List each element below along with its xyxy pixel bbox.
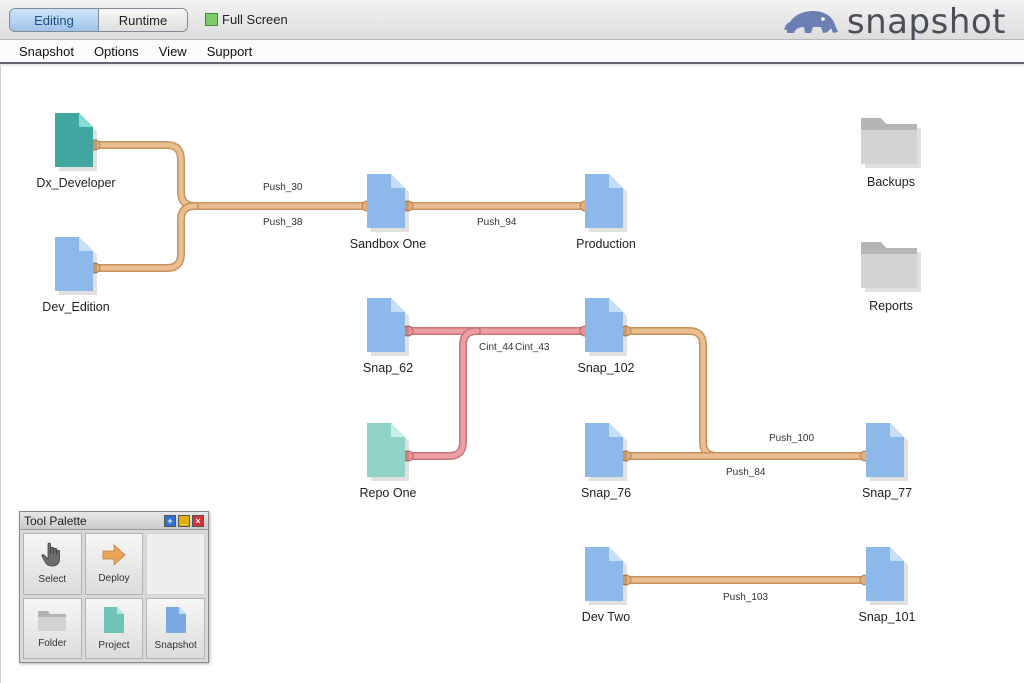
mode-toggle: Editing Runtime xyxy=(9,8,188,32)
menu-options[interactable]: Options xyxy=(93,43,139,59)
tool-label: Folder xyxy=(38,637,67,649)
elephant-logo-icon xyxy=(784,11,838,33)
link-label-push-38: Push_38 xyxy=(263,217,303,228)
tool-palette[interactable]: Tool Palette + _ × Select Deploy Folder xyxy=(19,511,209,663)
tool-label: Select xyxy=(38,574,67,586)
tool-grid: Select Deploy Folder Project xyxy=(23,533,205,659)
snapshot-tool-button[interactable]: Snapshot xyxy=(146,597,205,659)
node-label: Snap_101 xyxy=(858,610,916,624)
node-label: Production xyxy=(576,237,636,251)
node-dx-developer[interactable]: Dx_Developer xyxy=(16,111,136,190)
node-sandbox-one[interactable]: Sandbox One xyxy=(328,172,448,251)
node-dev-edition[interactable]: Dev_Edition xyxy=(16,235,136,314)
folder-icon xyxy=(38,610,67,631)
select-tool-button[interactable]: Select xyxy=(23,533,82,595)
link-label-push-103: Push_103 xyxy=(723,592,769,603)
menu-support[interactable]: Support xyxy=(206,43,253,59)
menu-bar: Snapshot Options View Support xyxy=(0,40,1024,64)
node-snap-102[interactable]: Snap_102 xyxy=(546,296,666,375)
link-label-push-100: Push_100 xyxy=(769,433,815,444)
add-icon[interactable]: + xyxy=(164,514,176,527)
org-file-icon xyxy=(367,174,409,232)
node-snap-62[interactable]: Snap_62 xyxy=(328,296,448,375)
brand-logo: snapshot xyxy=(783,2,1006,42)
org-file-icon xyxy=(866,423,908,481)
tool-palette-header[interactable]: Tool Palette + _ × xyxy=(20,512,208,530)
menu-snapshot[interactable]: Snapshot xyxy=(19,43,74,59)
org-file-icon xyxy=(585,174,627,232)
tool-label: Project xyxy=(98,639,130,651)
node-label: Dev_Edition xyxy=(42,300,110,314)
org-file-icon xyxy=(585,423,627,481)
runtime-mode-button[interactable]: Runtime xyxy=(99,9,187,31)
link-label-push-84: Push_84 xyxy=(726,467,766,478)
node-label: Dx_Developer xyxy=(36,176,116,190)
org-file-icon xyxy=(585,298,627,356)
node-label: Snap_102 xyxy=(577,361,635,375)
org-file-icon xyxy=(866,547,908,605)
node-label: Snap_62 xyxy=(362,361,414,375)
node-backups[interactable]: Backups xyxy=(831,110,951,189)
brand-name: snapshot xyxy=(846,2,1006,42)
full-screen-toggle[interactable]: Full Screen xyxy=(205,12,288,27)
project-tool-button[interactable]: Project xyxy=(84,597,144,659)
node-snap-76[interactable]: Snap_76 xyxy=(546,421,666,500)
node-repo-one[interactable]: Repo One xyxy=(328,421,448,500)
top-bar: Editing Runtime Full Screen snapshot xyxy=(0,0,1024,42)
tool-label: Snapshot xyxy=(154,639,197,651)
node-label: Sandbox One xyxy=(349,237,427,251)
tool-palette-title: Tool Palette xyxy=(24,513,87,528)
folder-icon xyxy=(861,118,921,168)
org-file-icon xyxy=(367,423,409,481)
link-label-cint-44: Cint_44 xyxy=(479,342,514,353)
empty-tool-slot xyxy=(146,533,205,595)
node-label: Snap_76 xyxy=(580,486,632,500)
node-label: Snap_77 xyxy=(861,486,913,500)
link-label-cint-43: Cint_43 xyxy=(515,342,550,353)
node-production[interactable]: Production xyxy=(546,172,666,251)
node-dev-two[interactable]: Dev Two xyxy=(546,545,666,624)
node-snap-77[interactable]: Snap_77 xyxy=(827,421,947,500)
deploy-tool-button[interactable]: Deploy xyxy=(84,533,144,595)
menu-view[interactable]: View xyxy=(158,43,187,59)
link-label-push-94: Push_94 xyxy=(477,217,517,228)
node-label: Backups xyxy=(867,175,915,189)
link-label-push-30: Push_30 xyxy=(263,182,303,193)
editing-mode-button[interactable]: Editing xyxy=(10,9,99,31)
node-label: Reports xyxy=(869,299,913,313)
tool-label: Deploy xyxy=(98,573,130,585)
node-label: Dev Two xyxy=(581,610,631,624)
org-file-icon xyxy=(585,547,627,605)
folder-icon xyxy=(861,242,921,292)
org-file-icon xyxy=(55,113,97,171)
arrow-right-icon xyxy=(102,544,126,567)
full-screen-checkbox[interactable] xyxy=(205,13,218,26)
org-file-icon xyxy=(367,298,409,356)
palette-window-controls: + _ × xyxy=(164,514,204,527)
minimize-icon[interactable]: _ xyxy=(178,514,190,527)
close-icon[interactable]: × xyxy=(192,514,204,527)
org-file-icon xyxy=(55,237,97,295)
hand-pointer-icon xyxy=(41,542,61,567)
node-label: Repo One xyxy=(359,486,417,500)
folder-tool-button[interactable]: Folder xyxy=(23,597,82,659)
full-screen-label: Full Screen xyxy=(222,12,288,27)
project-file-icon xyxy=(103,606,124,633)
node-snap-101[interactable]: Snap_101 xyxy=(827,545,947,624)
node-reports[interactable]: Reports xyxy=(831,234,951,313)
snapshot-file-icon xyxy=(165,606,186,633)
